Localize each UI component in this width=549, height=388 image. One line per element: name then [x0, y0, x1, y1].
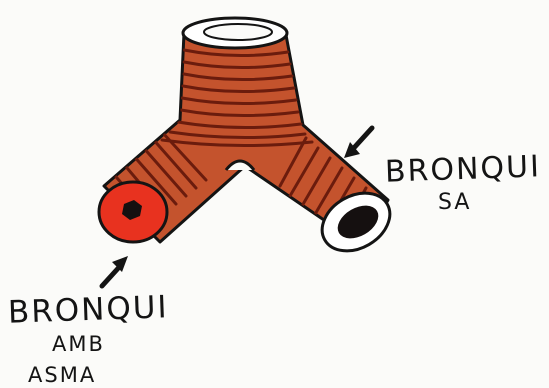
asthma-bronchus-end	[99, 182, 167, 242]
trachea-opening	[183, 18, 287, 48]
asthma-bronchus-sublabel-2: ASMA	[28, 365, 96, 386]
asthma-bronchus-label: BRONQUI	[8, 292, 170, 329]
arrow-pointer-icon	[102, 256, 128, 286]
asthma-bronchus-sublabel-1: AMB	[52, 334, 105, 355]
arrow-pointer-icon	[344, 128, 372, 158]
healthy-bronchus-label: BRONQUI	[385, 152, 542, 187]
healthy-bronchus-sublabel: SA	[438, 192, 471, 214]
